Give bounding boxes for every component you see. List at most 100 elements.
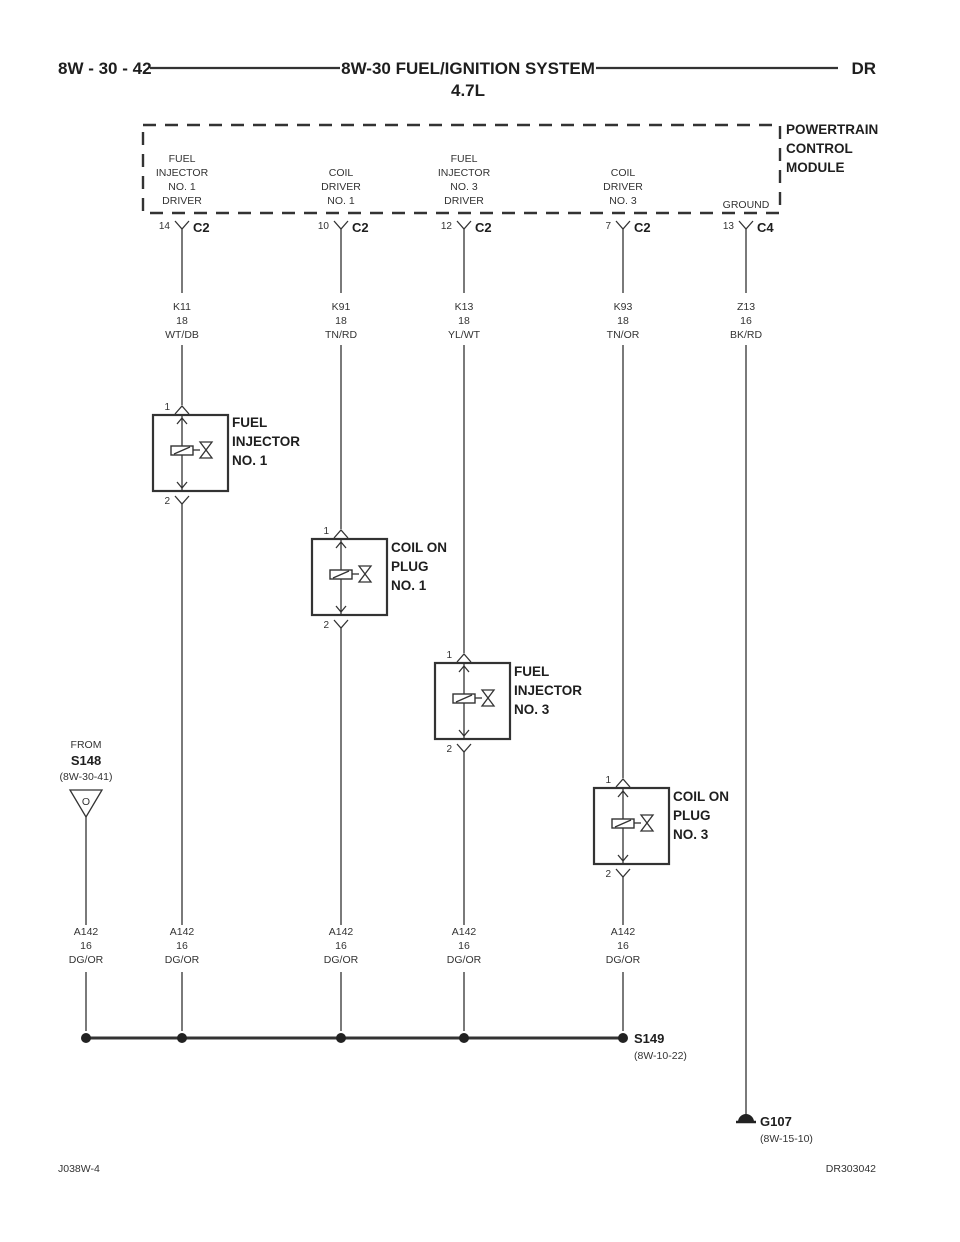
splice-dot [618, 1033, 628, 1043]
component-label: FUEL [232, 415, 267, 430]
pin-number-top: 1 [323, 526, 329, 537]
wire-color: DG/OR [69, 954, 104, 966]
component-label: COIL ON [673, 789, 729, 804]
function-label: DRIVER [321, 181, 361, 193]
powertrain-control-module: POWERTRAIN CONTROL MODULE [141, 122, 878, 215]
component-label: COIL ON [391, 540, 447, 555]
wire-gauge: 16 [335, 940, 347, 952]
connector-pin-symbol [738, 220, 754, 230]
wire-circuit: K93 [614, 301, 633, 313]
section-code: DR [851, 59, 876, 78]
pin-number: 13 [723, 221, 735, 232]
valve-icon [480, 689, 496, 707]
splice-s149: S149 (8W-10-22) [81, 1031, 687, 1062]
pin-number: 14 [159, 221, 171, 232]
module-name-line-2: CONTROL [786, 141, 853, 156]
module-name-line-1: POWERTRAIN [786, 122, 878, 137]
valve-icon [639, 814, 655, 832]
function-label: DRIVER [162, 195, 202, 207]
function-label: INJECTOR [156, 167, 209, 179]
connector-id: C2 [634, 220, 651, 235]
wire-color: DG/OR [606, 954, 641, 966]
pin-number-bottom: 2 [446, 744, 452, 755]
solenoid-icon-stroke [332, 570, 350, 579]
component-label: NO. 3 [514, 702, 550, 717]
connector-pin-symbol [615, 868, 631, 878]
connector-pin-symbol [174, 220, 190, 230]
wire-circuit: K11 [173, 301, 191, 313]
wire-gauge: 18 [458, 315, 470, 327]
circuit-ground: GROUND 13 C4 Z13 16 BK/RD [723, 199, 774, 1116]
solenoid-icon-stroke [614, 819, 632, 828]
function-label: INJECTOR [438, 167, 491, 179]
wire-color: YL/WT [448, 329, 481, 341]
component-body [592, 786, 671, 866]
internal-terminal-marks [176, 416, 188, 490]
connector-pin-symbol [174, 405, 190, 415]
connector-pin-symbol [615, 220, 631, 230]
wire-color: DG/OR [324, 954, 359, 966]
valve-icon [357, 565, 373, 583]
pin-number-top: 1 [605, 775, 611, 786]
function-label: FUEL [451, 153, 478, 165]
component-label: FUEL [514, 664, 549, 679]
connector-pin-symbol [174, 495, 190, 505]
connector-pin-symbol [456, 653, 472, 663]
ground-id: G107 [760, 1114, 792, 1129]
splice-dot [177, 1033, 187, 1043]
component-label: INJECTOR [232, 434, 300, 449]
pin-number: 7 [605, 221, 611, 232]
wire-circuit: A142 [611, 926, 636, 938]
function-label: DRIVER [603, 181, 643, 193]
function-label: NO. 1 [327, 195, 355, 207]
connector-id: C2 [193, 220, 210, 235]
module-name-line-3: MODULE [786, 160, 845, 175]
wire-circuit: A142 [170, 926, 195, 938]
function-label: GROUND [723, 199, 770, 211]
component-fuel-injector-3: 1 2 FUEL INJECTOR NO. 3 [433, 650, 582, 925]
bus-drops [85, 972, 624, 1031]
wire-color: DG/OR [447, 954, 482, 966]
wire-gauge: 18 [176, 315, 188, 327]
component-label: INJECTOR [514, 683, 582, 698]
footer-left-code: J038W-4 [58, 1163, 100, 1175]
return-wire-labels: A142 16 DG/OR A142 16 DG/OR A142 16 DG/O… [69, 926, 641, 966]
wire-color: TN/OR [607, 329, 640, 341]
component-label: NO. 3 [673, 827, 709, 842]
function-label: COIL [329, 167, 354, 179]
component-body [151, 413, 230, 493]
pin-number: 12 [441, 221, 453, 232]
wire-gauge: 16 [176, 940, 188, 952]
function-label: NO. 3 [450, 181, 478, 193]
component-body [310, 537, 389, 617]
from-splice-s148: FROM S148 (8W-30-41) O [60, 739, 112, 925]
ground-ref: (8W-15-10) [760, 1133, 813, 1145]
connector-pin-symbol [615, 778, 631, 788]
wire-color: BK/RD [730, 329, 763, 341]
internal-terminal-marks [458, 664, 470, 738]
splice-ref: (8W-10-22) [634, 1050, 687, 1062]
wire-circuit: K13 [455, 301, 474, 313]
connector-pin-symbol [456, 743, 472, 753]
off-page-marker: O [82, 796, 90, 808]
pin-number-top: 1 [164, 402, 170, 413]
wire-circuit: A142 [74, 926, 99, 938]
splice-dot [81, 1033, 91, 1043]
circuit-coil-driver-3: COIL DRIVER NO. 3 7 C2 K93 18 TN/OR [603, 167, 651, 778]
page-ref: 8W - 30 - 42 [58, 59, 152, 78]
component-coil-on-plug-3: 1 2 COIL ON PLUG NO. 3 [592, 775, 729, 925]
pin-number-bottom: 2 [323, 620, 329, 631]
wire-circuit: K91 [332, 301, 351, 313]
component-label: PLUG [673, 808, 711, 823]
connector-pin-symbol [333, 529, 349, 539]
splice-dot [336, 1033, 346, 1043]
component-label: NO. 1 [232, 453, 268, 468]
footer-right-code: DR303042 [826, 1163, 876, 1175]
splice-id: S148 [71, 753, 101, 768]
function-label: DRIVER [444, 195, 484, 207]
wire-circuit: A142 [452, 926, 477, 938]
connector-id: C2 [352, 220, 369, 235]
wire-color: DG/OR [165, 954, 200, 966]
pin-number-top: 1 [446, 650, 452, 661]
pin-number-bottom: 2 [605, 869, 611, 880]
